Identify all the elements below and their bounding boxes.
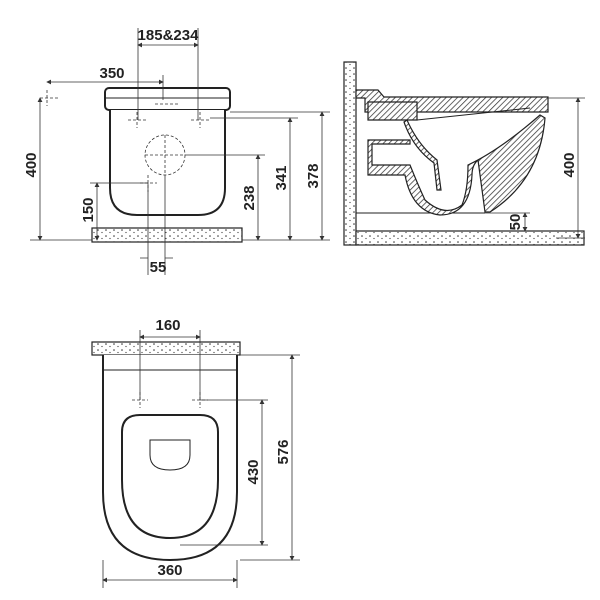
front-dim-lines <box>30 28 330 275</box>
dim-fixing-offset: 350 <box>99 65 124 82</box>
dim-length: 576 <box>275 439 292 464</box>
dim-top-fixing-spacing: 160 <box>155 317 180 334</box>
top-view: 160 576 430 360 <box>91 317 300 588</box>
dim-waste-offset: 55 <box>150 259 167 276</box>
dim-floor-gap: 50 <box>507 214 524 231</box>
dim-height-total: 400 <box>23 152 40 177</box>
water-line <box>416 107 531 121</box>
dim-width: 360 <box>157 562 182 579</box>
top-wall-slab <box>91 341 241 356</box>
seat-outline <box>121 414 219 540</box>
dim-inlet-height: 238 <box>241 185 258 210</box>
dim-fixing-spacing: 185&234 <box>138 27 200 44</box>
dim-fixing-height: 341 <box>273 165 290 190</box>
floor <box>355 230 585 246</box>
dim-waste-height: 150 <box>80 197 97 222</box>
wall <box>343 61 357 246</box>
rim <box>104 87 231 111</box>
dim-rim-height: 378 <box>305 163 322 188</box>
trap-section <box>367 114 546 216</box>
front-view: 185&234 350 400 150 55 238 341 378 <box>23 27 330 276</box>
side-dim-lines <box>485 97 585 239</box>
dim-fixing-to-front: 430 <box>245 459 262 484</box>
trapway-wall <box>403 119 442 191</box>
floor-slab <box>91 227 243 243</box>
bowl-body <box>109 110 226 216</box>
top-dim-lines <box>102 330 300 588</box>
flush-inlet <box>367 101 418 121</box>
dim-side-height: 400 <box>561 152 578 177</box>
bowl-opening <box>149 439 191 471</box>
side-view: 400 50 <box>343 61 585 246</box>
